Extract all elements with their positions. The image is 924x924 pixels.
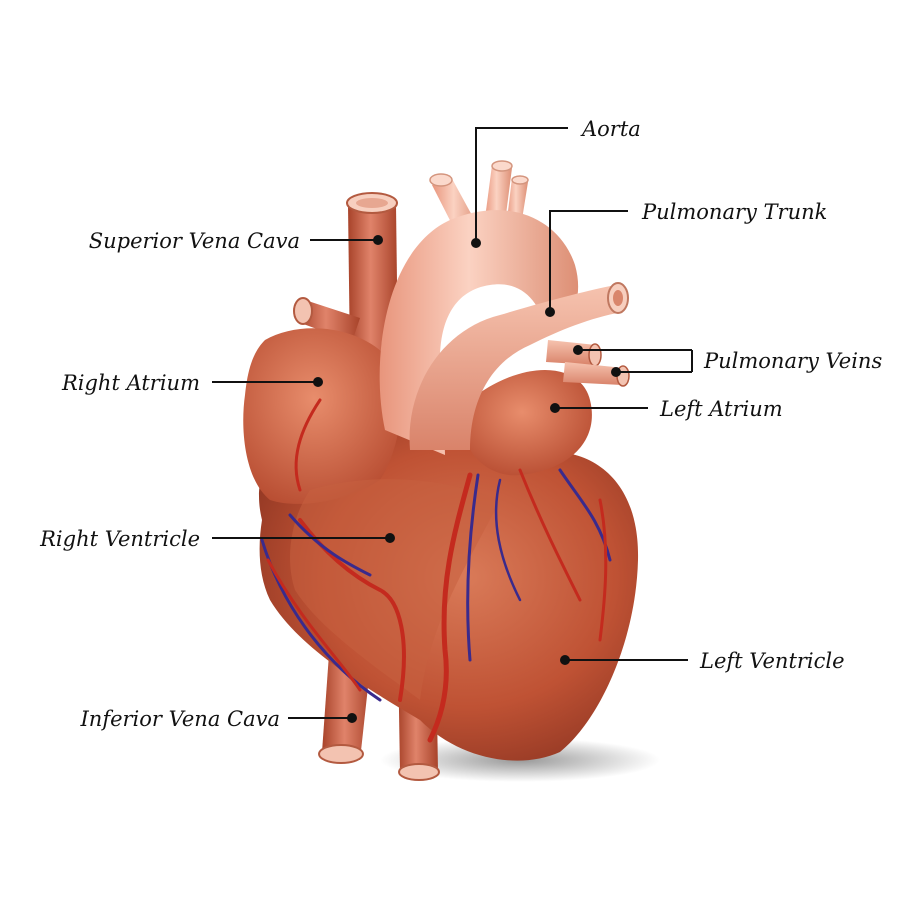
left-atrium-shape xyxy=(465,370,592,476)
right-atrium-shape xyxy=(243,328,401,504)
label-pulmonary-veins: Pulmonary Veins xyxy=(703,349,882,373)
label-inferior-vena-cava: Inferior Vena Cava xyxy=(80,707,281,731)
label-superior-vena-cava: Superior Vena Cava xyxy=(89,229,300,253)
label-pulmonary-trunk: Pulmonary Trunk xyxy=(641,200,827,224)
label-left-atrium: Left Atrium xyxy=(659,397,783,421)
label-right-ventricle: Right Ventricle xyxy=(39,527,200,551)
pulmonary-veins-shape xyxy=(546,340,630,387)
right-atrium-vessel xyxy=(293,297,360,342)
label-left-ventricle: Left Ventricle xyxy=(699,649,845,673)
pulmonary-trunk-shape xyxy=(409,285,622,450)
coronary-vessels xyxy=(260,398,612,743)
leader-lines xyxy=(212,127,693,723)
label-right-atrium: Right Atrium xyxy=(61,371,200,395)
label-aorta: Aorta xyxy=(580,117,641,141)
